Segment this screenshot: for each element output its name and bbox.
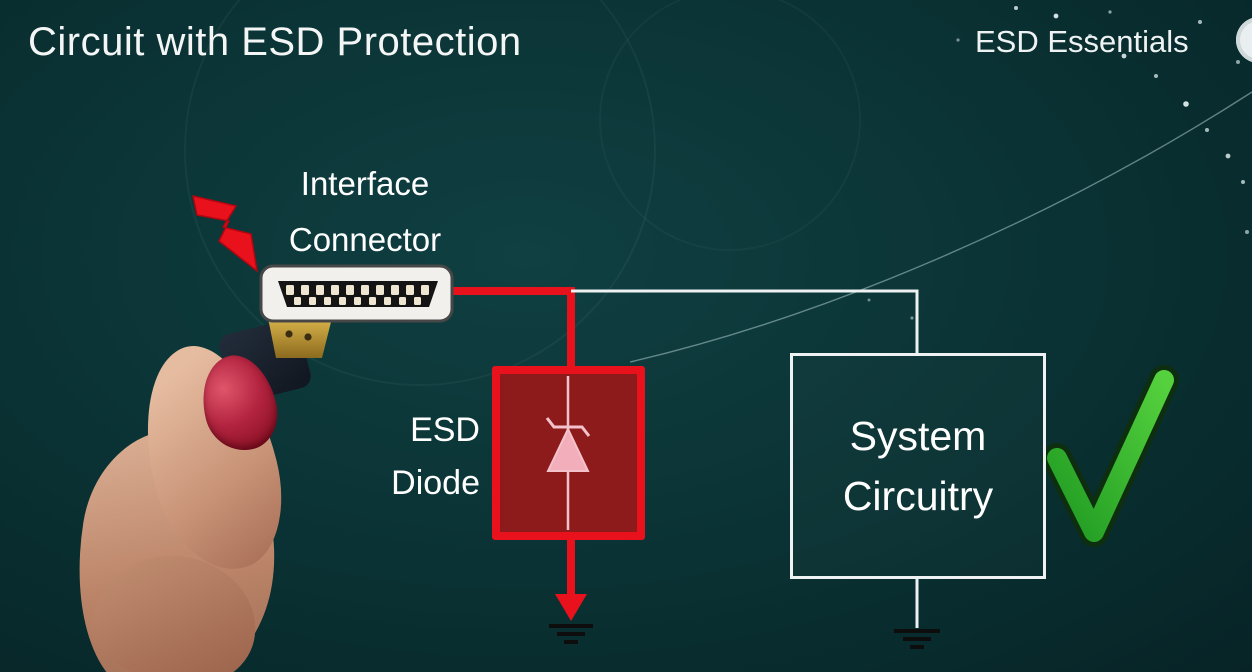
zener-diode-symbol xyxy=(545,376,591,530)
connector-label-line1: Interface xyxy=(300,165,430,202)
connector-pins xyxy=(286,285,429,305)
diode-label: ESD Diode xyxy=(352,404,480,510)
red-ground-arrow xyxy=(555,540,587,621)
ground-icon xyxy=(549,624,593,644)
lightning-bolt-shape xyxy=(192,195,259,273)
white-signal-wire xyxy=(571,289,919,356)
decor-circle xyxy=(184,0,656,386)
connector-label-line2: Connector xyxy=(288,221,442,258)
hdmi-plug-gold xyxy=(268,318,332,358)
system-box-line2: Circuitry xyxy=(842,473,994,519)
logo-circle-icon xyxy=(1236,17,1252,63)
star-dots xyxy=(867,6,1249,320)
connector-label: Interface Connector xyxy=(240,156,490,268)
plug-rivet xyxy=(304,333,312,341)
esd-diode-box xyxy=(492,366,645,540)
diode-label-line2: Diode xyxy=(391,464,480,502)
ground-icon xyxy=(894,629,940,649)
brand-text: ESD Essentials xyxy=(975,24,1189,59)
page-title: Circuit with ESD Protection xyxy=(28,20,522,64)
system-circuitry-box: System Circuitry xyxy=(790,353,1046,579)
decor-curve xyxy=(629,91,1252,363)
diode-label-line1: ESD xyxy=(410,411,480,449)
check-icon xyxy=(1042,365,1179,547)
system-box-line1: System xyxy=(849,413,987,459)
plug-rivet xyxy=(285,330,293,338)
